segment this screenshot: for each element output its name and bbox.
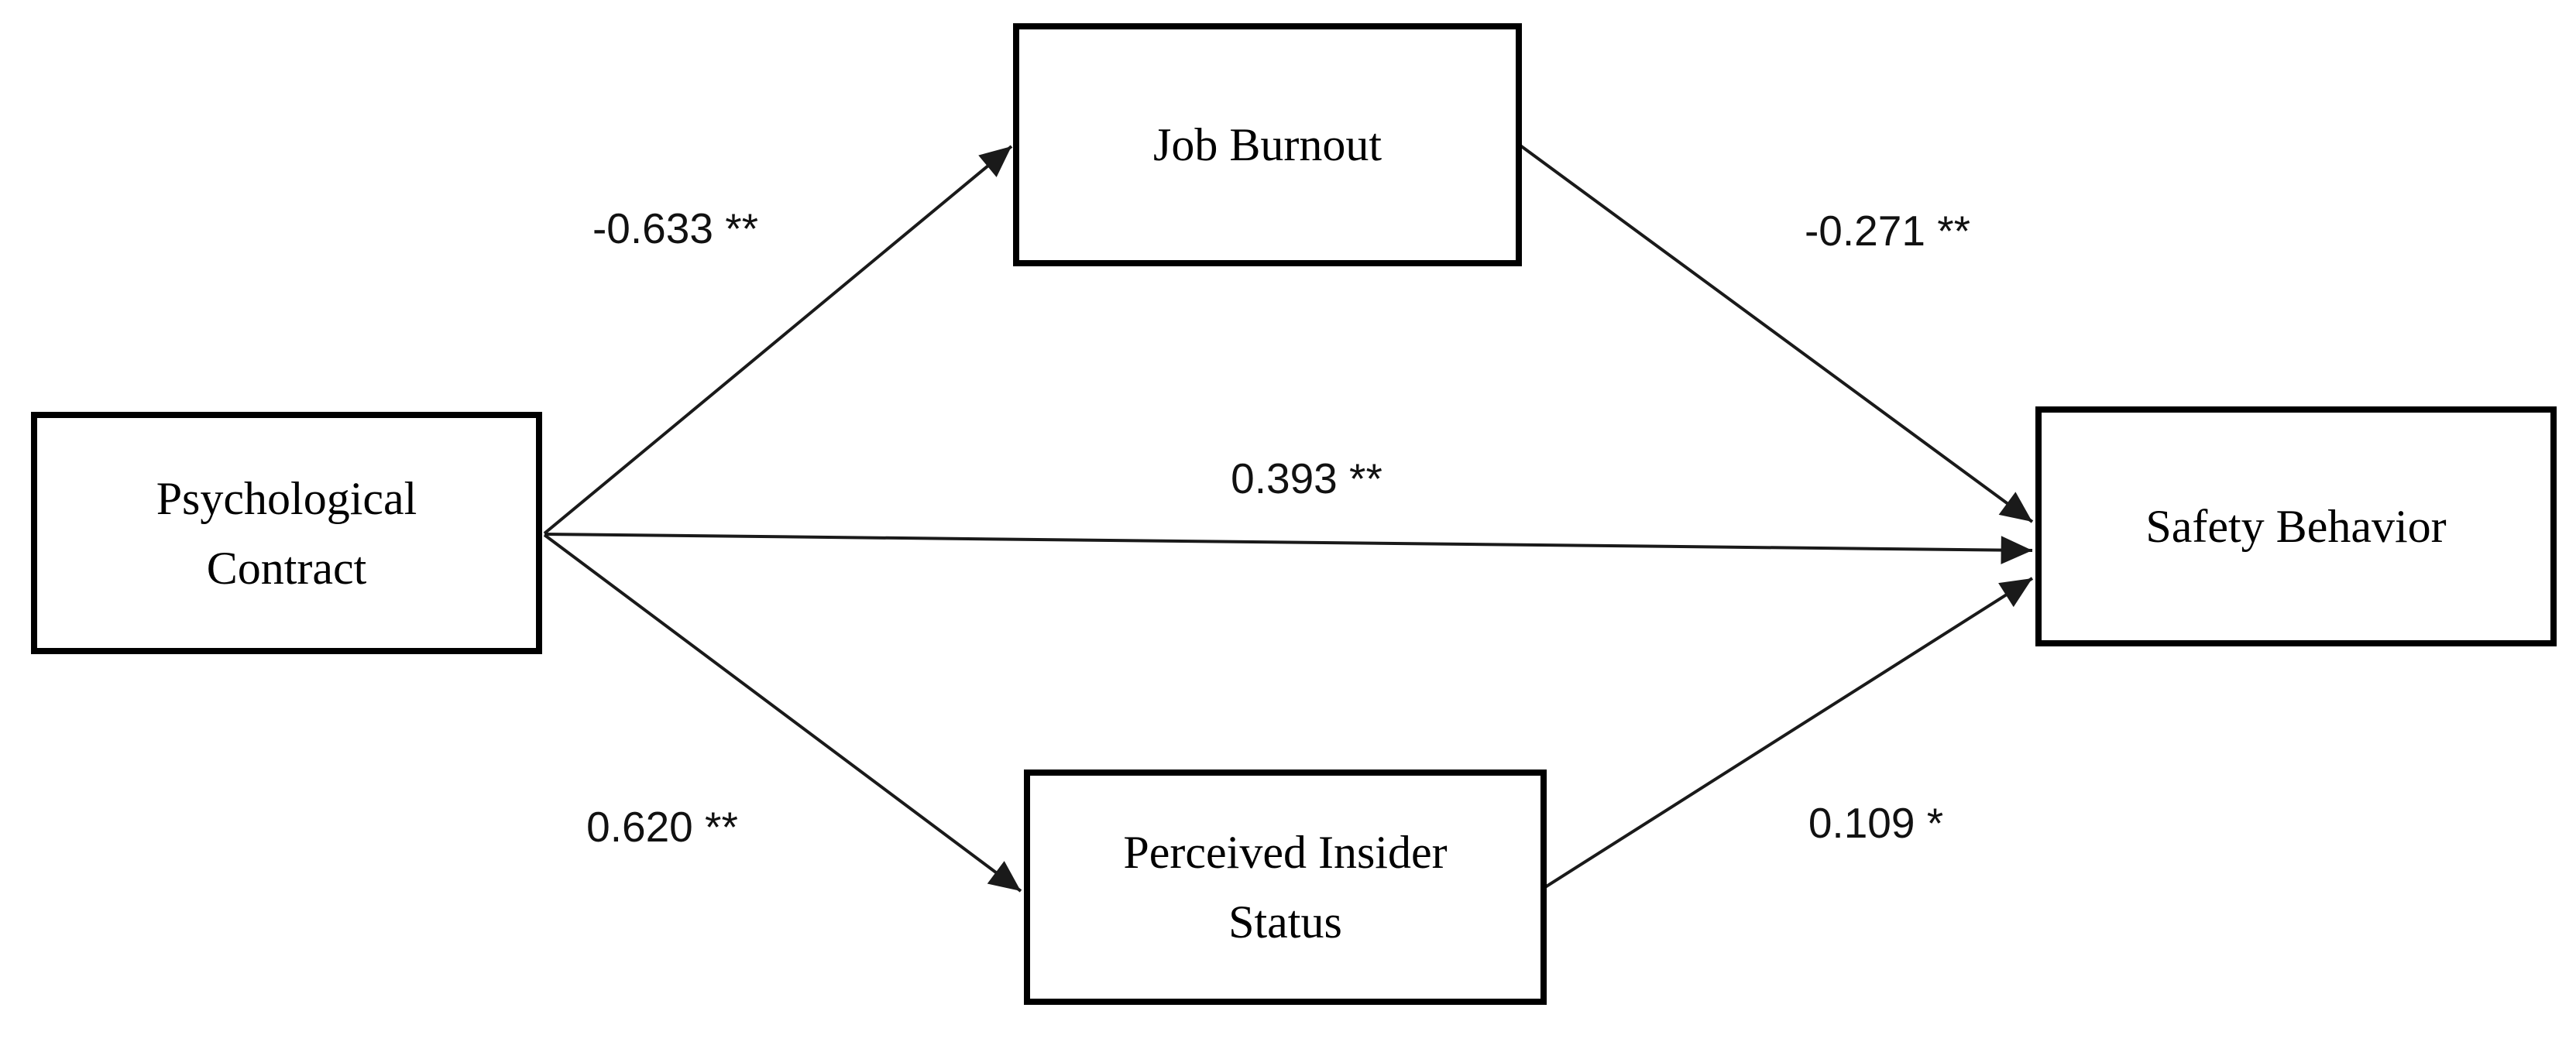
- node-label-line: Safety Behavior: [2145, 501, 2447, 552]
- coefficient-insider-safety: 0.109 *: [1808, 799, 1944, 847]
- node-label-line: Perceived Insider: [1123, 827, 1448, 878]
- node-label-line: Status: [1228, 896, 1342, 948]
- arrow-burnout-to-safety: [1519, 144, 2034, 523]
- node-perceived-insider-status: Perceived Insider Status: [1024, 770, 1547, 1005]
- coefficient-burnout-safety: -0.271 **: [1804, 207, 1971, 255]
- node-label-line: Psychological: [156, 472, 417, 524]
- node-label-line: Job Burnout: [1152, 119, 1382, 170]
- coefficient-pc-burnout: -0.633 **: [592, 204, 759, 252]
- arrow-pc-to-burnout: [543, 145, 1013, 535]
- node-label-line: Contract: [206, 542, 367, 594]
- arrow-pc-to-insider: [543, 533, 1022, 893]
- arrow-insider-to-safety: [1544, 577, 2034, 889]
- arrow-pc-to-safety-direct: [544, 533, 2033, 564]
- coefficient-pc-safety-direct: 0.393 **: [1231, 454, 1382, 502]
- node-job-burnout: Job Burnout: [1013, 23, 1522, 266]
- node-safety-behavior: Safety Behavior: [2035, 406, 2557, 646]
- coefficient-pc-insider: 0.620 **: [586, 803, 738, 851]
- node-psychological-contract: Psychological Contract: [31, 412, 542, 654]
